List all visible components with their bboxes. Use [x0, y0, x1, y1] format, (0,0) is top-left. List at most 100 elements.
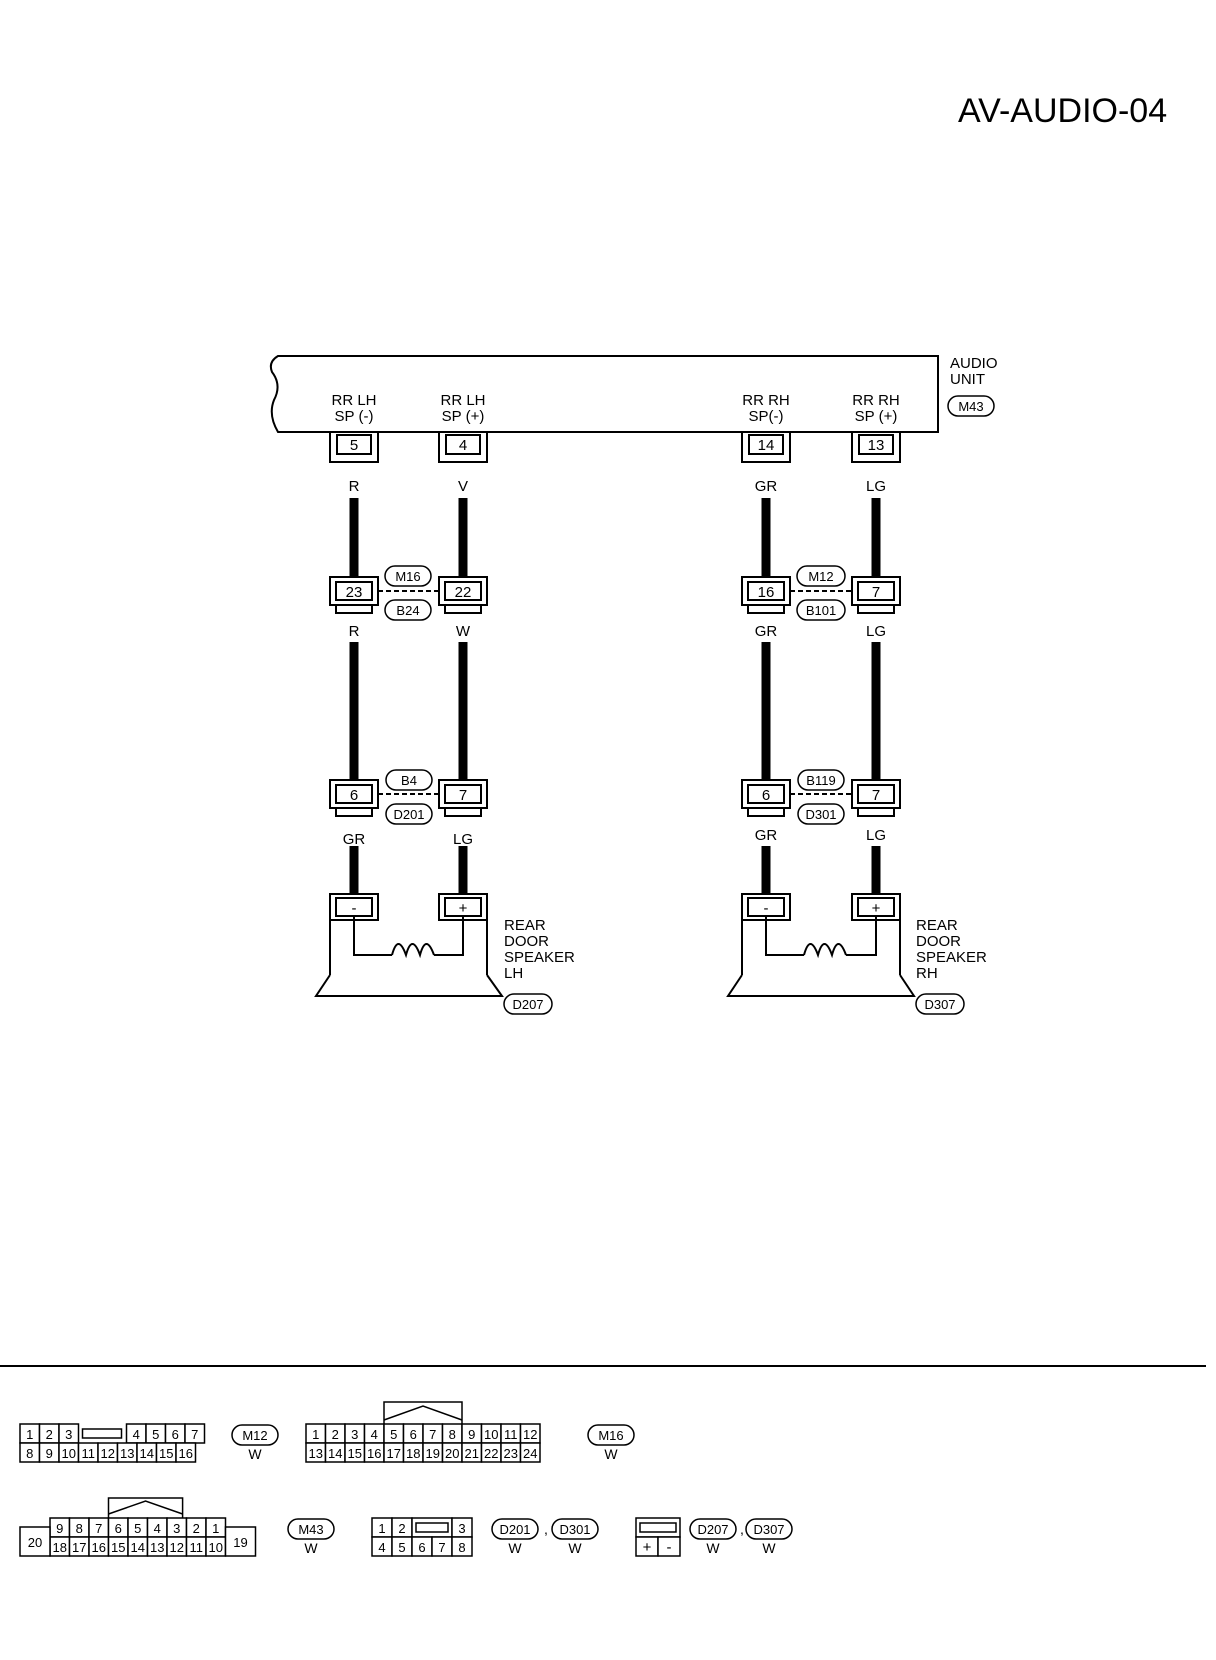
- m12-row2-8-pin: 8: [26, 1446, 33, 1461]
- unit-pin-2: 4: [459, 437, 467, 454]
- connector-tag-m43-label: M43: [958, 399, 983, 414]
- d201-row2-5-pin: 5: [398, 1540, 405, 1555]
- d201-row1-1-pin: 1: [378, 1521, 385, 1536]
- wire-harness: [349, 498, 881, 893]
- speaker-rh-label-3: SPEAKER: [916, 949, 987, 966]
- wire-color-middle-3: GR: [755, 623, 778, 640]
- m43-color: W: [304, 1540, 318, 1556]
- m43-row1-6-pin: 6: [115, 1521, 122, 1536]
- m12-row1-2-pin: 2: [46, 1427, 53, 1442]
- terminal-label-1b: SP (-): [335, 408, 374, 425]
- m16-tag: [587, 1424, 635, 1446]
- d301-tag: [551, 1518, 599, 1540]
- junction-1-right-pin-a: 16: [758, 584, 775, 601]
- speaker-rh-icon: [726, 893, 916, 997]
- connector-tag-d207: [503, 993, 553, 1015]
- m12-row1-4-pin: 4: [133, 1427, 140, 1442]
- d207-row2-2-cell: [657, 1536, 681, 1557]
- connector-tag-d307-label: D307: [924, 997, 955, 1012]
- m16-row2-19-pin: 19: [426, 1446, 440, 1461]
- d207-row2-1-pin: +: [643, 1539, 652, 1556]
- d201-row2-6-pin: 6: [418, 1540, 425, 1555]
- unit-pin-3: 14: [758, 437, 775, 454]
- m43-row2-16-pin: 16: [92, 1540, 106, 1555]
- m43-row2-15-pin: 15: [111, 1540, 125, 1555]
- m12-row2-12-pin: 12: [101, 1446, 115, 1461]
- d207-tag-label: D207: [697, 1522, 728, 1537]
- m16-row2-18-pin: 18: [406, 1446, 420, 1461]
- d201-row1-2-pin: 2: [398, 1521, 405, 1536]
- m43-row1-7-pin: 7: [95, 1521, 102, 1536]
- m12-row2-9-pin: 9: [46, 1446, 53, 1461]
- m16-row2-20-pin: 20: [445, 1446, 459, 1461]
- speaker-lh-label-1: REAR: [504, 917, 546, 934]
- m43-row1-2-pin: 2: [193, 1521, 200, 1536]
- m12-row2-10-pin: 10: [62, 1446, 76, 1461]
- unit-pin-1: 5: [350, 437, 358, 454]
- wire-color-upper-2: V: [458, 478, 468, 495]
- m12-row1-3-pin: 3: [65, 1427, 72, 1442]
- m12-row2-13-pin: 13: [120, 1446, 134, 1461]
- m43-row2-13-pin: 13: [150, 1540, 164, 1555]
- m16-row2-13-pin: 13: [309, 1446, 323, 1461]
- m43-row2-10-pin: 10: [209, 1540, 223, 1555]
- m16-row1-4-pin: 4: [371, 1427, 378, 1442]
- terminal-label-2: RR LH: [440, 392, 485, 409]
- junction-1-tags: [384, 565, 846, 621]
- terminal-label-2b: SP (+): [442, 408, 485, 425]
- m43-row2-18-pin: 18: [53, 1540, 67, 1555]
- speaker-lh-label-3: SPEAKER: [504, 949, 575, 966]
- connector-tag-b119: B119: [806, 773, 835, 788]
- m43-row2-11-pin: 11: [190, 1540, 204, 1555]
- wire-color-lower-4: LG: [866, 827, 886, 844]
- m12-tag-label: M12: [242, 1428, 267, 1443]
- m43-tag: [287, 1518, 335, 1540]
- m16-tag-label: M16: [598, 1428, 623, 1443]
- wire-color-upper-4: LG: [866, 478, 886, 495]
- junction-2-right-pin-b: 7: [872, 787, 880, 804]
- junction-2-left-pin-a: 6: [350, 787, 358, 804]
- d201-row1-3-pin: 3: [458, 1521, 465, 1536]
- wire-color-middle-4: LG: [866, 623, 886, 640]
- d307-tag-label: D307: [753, 1522, 784, 1537]
- m16-row2-24-cell: [519, 1442, 541, 1463]
- junction-1-left-pin-a: 23: [346, 584, 363, 601]
- m12-row2-16-pin: 16: [179, 1446, 193, 1461]
- d207-key: [639, 1522, 677, 1533]
- audio-unit-label-2: UNIT: [950, 371, 985, 388]
- wire-color-lower-2: LG: [453, 831, 473, 848]
- speaker-rh-minus: -: [764, 900, 769, 917]
- wire-color-lower-1: GR: [343, 831, 366, 848]
- d201-key: [415, 1522, 449, 1533]
- m16-row1-8-pin: 8: [449, 1427, 456, 1442]
- m16-row2-15-pin: 15: [348, 1446, 362, 1461]
- terminal-label-3b: SP(-): [749, 408, 784, 425]
- d201-row2-8-cell: [451, 1536, 473, 1557]
- m43-right-cell: [224, 1526, 257, 1557]
- junction-2-right-pin-a: 6: [762, 787, 770, 804]
- m16-row1-1-pin: 1: [312, 1427, 319, 1442]
- junction-1-right-pin-b: 7: [872, 584, 880, 601]
- m16-row1-7-pin: 7: [429, 1427, 436, 1442]
- speaker-lh-minus: -: [352, 900, 357, 917]
- terminal-label-1: RR LH: [331, 392, 376, 409]
- wire-color-middle-1: R: [349, 623, 360, 640]
- m16-row1-3-pin: 3: [351, 1427, 358, 1442]
- wire-color-middle-2: W: [456, 623, 471, 640]
- junction-2-left-pin-b: 7: [459, 787, 467, 804]
- m43-right-pin: 19: [233, 1535, 247, 1550]
- d301-color: W: [568, 1540, 582, 1556]
- junction-2-connectors: [329, 779, 901, 817]
- connector-tag-m43: [947, 395, 995, 417]
- m12-row2-15-pin: 15: [159, 1446, 173, 1461]
- m12-row1-5-pin: 5: [152, 1427, 159, 1442]
- wire-color-lower-3: GR: [755, 827, 778, 844]
- m16-row1-5-pin: 5: [390, 1427, 397, 1442]
- terminal-label-3: RR RH: [742, 392, 790, 409]
- d207-row2-2-pin: -: [667, 1539, 672, 1556]
- audio-unit-label-1: AUDIO: [950, 355, 998, 372]
